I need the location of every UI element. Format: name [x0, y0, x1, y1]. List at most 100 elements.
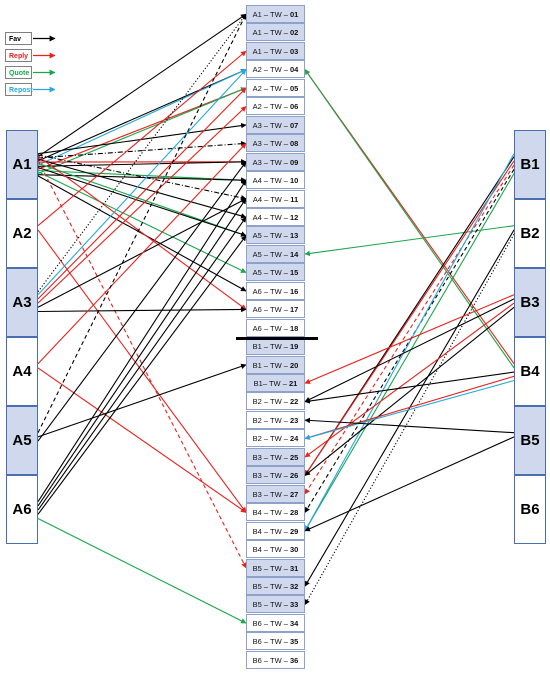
tweet-01: A1 – TW – 01 — [246, 5, 305, 23]
link-a1-tw13-quote — [37, 162, 247, 237]
tweet-number: 22 — [290, 397, 299, 407]
tweet-label: B5 – TW – — [252, 563, 291, 573]
link-b1-tw26-reply — [304, 160, 515, 476]
link-a6-tw13-fav — [37, 235, 247, 515]
link-a1-tw08-fav — [37, 140, 247, 159]
tweet-number: 03 — [290, 46, 299, 56]
tweet-label: B2 – TW – — [252, 415, 291, 425]
link-a5-tw01-fav — [37, 13, 247, 433]
tweet-label: B3 – TW – — [252, 489, 291, 499]
tweet-number: 34 — [290, 618, 299, 628]
tweet-09: A3 – TW – 09 — [246, 152, 305, 171]
account-b4: B4 — [514, 337, 546, 406]
link-b4-tw04-quote — [304, 69, 515, 369]
legend-item-fav: Fav — [5, 32, 32, 45]
link-a1-tw05-reply — [37, 87, 247, 170]
link-b4-tw24-repost — [304, 379, 515, 440]
tweet-15: A5 – TW – 15 — [246, 263, 305, 282]
tweet-06: A2 – TW – 06 — [246, 97, 305, 116]
tweet-number: 05 — [290, 83, 299, 93]
tweet-number: 20 — [290, 360, 299, 370]
link-a1-tw04-fav — [37, 69, 247, 162]
tweet-number: 06 — [290, 102, 299, 112]
tweet-label: B2 – TW – — [252, 434, 291, 444]
tweet-label: B4 – TW – — [252, 545, 291, 555]
tweet-label: A3 – TW – — [252, 139, 291, 149]
tweet-number: 18 — [290, 323, 299, 333]
link-a1-tw10-quote — [37, 169, 247, 183]
link-b4-tw22-fav — [304, 371, 515, 404]
tweet-label: B5 – TW – — [252, 581, 291, 591]
legend-item-repost: Repost — [5, 83, 33, 96]
tweet-label: B1 – TW – — [252, 342, 291, 352]
tweet-number: 21 — [288, 379, 298, 388]
tweet-03: A1 – TW – 03 — [246, 41, 305, 60]
tweet-08: A3 – TW – 08 — [246, 134, 305, 153]
account-b6: B6 — [514, 475, 546, 544]
tweet-11: A4 – TW – 11 — [246, 189, 305, 208]
link-a2-tw03-reply — [37, 50, 247, 227]
tweet-label: A5 – TW – — [252, 249, 291, 259]
link-b5-tw23-fav — [304, 417, 515, 434]
link-a3-tw17-fav — [37, 306, 247, 313]
tweet-number: 35 — [290, 637, 299, 647]
account-b2: B2 — [514, 199, 546, 268]
link-a1-tw11-fav — [37, 154, 247, 201]
link-a3-tw05-reply — [37, 87, 247, 300]
link-b5-tw29-fav — [304, 436, 515, 532]
link-a3-tw06-reply — [37, 106, 247, 304]
tweet-label: A1 – TW – — [252, 10, 291, 19]
tweet-21: B1– TW – 21 — [246, 374, 305, 392]
tweet-number: 11 — [290, 194, 299, 204]
tweet-30: B4 – TW – 30 — [246, 540, 305, 559]
tweet-label: B5 – TW – — [252, 600, 291, 610]
tweet-number: 23 — [290, 415, 299, 425]
tweet-number: 15 — [290, 268, 299, 278]
tweet-33: B5 – TW – 33 — [246, 595, 305, 614]
link-a4-tw08-reply — [37, 142, 247, 365]
tweet-35: B6 – TW – 35 — [246, 632, 305, 651]
tweet-27: B3 – TW – 27 — [246, 484, 305, 503]
tweet-number: 24 — [290, 434, 299, 444]
account-a6: A6 — [6, 475, 38, 544]
link-a3-tw01-fav — [37, 13, 247, 293]
tweet-23: B2 – TW – 23 — [246, 410, 305, 429]
tweet-label: A6 – TW – — [252, 305, 291, 315]
link-b2-tw32-fav — [304, 229, 515, 587]
account-b1: B1 — [514, 130, 546, 199]
link-b1-tw29-quote — [304, 173, 515, 532]
tweet-number: 19 — [290, 342, 299, 352]
tweet-label: A1 – TW – — [252, 28, 291, 38]
tweet-number: 29 — [290, 526, 299, 536]
link-b3-tw21-reply — [304, 294, 515, 384]
account-a5: A5 — [6, 406, 38, 475]
tweet-label: A6 – TW – — [252, 323, 291, 333]
tweet-number: 28 — [290, 508, 299, 518]
tweet-number: 25 — [290, 452, 299, 462]
link-a6-tw34-quote — [37, 518, 247, 624]
tweet-label: A5 – TW – — [252, 231, 291, 241]
tweet-04: A2 – TW – 04 — [246, 60, 305, 79]
link-b3-tw25-reply — [304, 302, 515, 458]
tweet-29: B4 – TW – 29 — [246, 521, 305, 540]
link-a6-tw10-fav — [37, 179, 247, 502]
tweet-label: B1 – TW – — [252, 360, 291, 370]
tweet-label: A2 – TW – — [252, 83, 291, 93]
tweet-number: 36 — [290, 655, 299, 665]
legend-item-reply: Reply — [5, 49, 32, 62]
tweet-02: A1 – TW – 02 — [246, 23, 305, 42]
tweet-13: A5 – TW – 13 — [246, 226, 305, 245]
tweet-label: A1 – TW – — [252, 46, 291, 56]
link-b2-tw33-fav — [304, 233, 515, 606]
tweet-20: B1 – TW – 20 — [246, 355, 305, 374]
tweet-36: B6 – TW – 36 — [246, 650, 305, 669]
tweet-number: 02 — [290, 28, 299, 38]
link-b1-tw29-repost — [304, 153, 515, 532]
tweet-number: 01 — [290, 10, 299, 19]
tweet-number: 12 — [290, 212, 299, 222]
tweet-label: A2 – TW – — [252, 102, 291, 112]
tweet-number: 31 — [290, 563, 299, 573]
tweet-label: B3 – TW – — [252, 452, 291, 462]
tweet-28: B4 – TW – 28 — [246, 503, 305, 522]
tweet-number: 09 — [290, 157, 299, 167]
